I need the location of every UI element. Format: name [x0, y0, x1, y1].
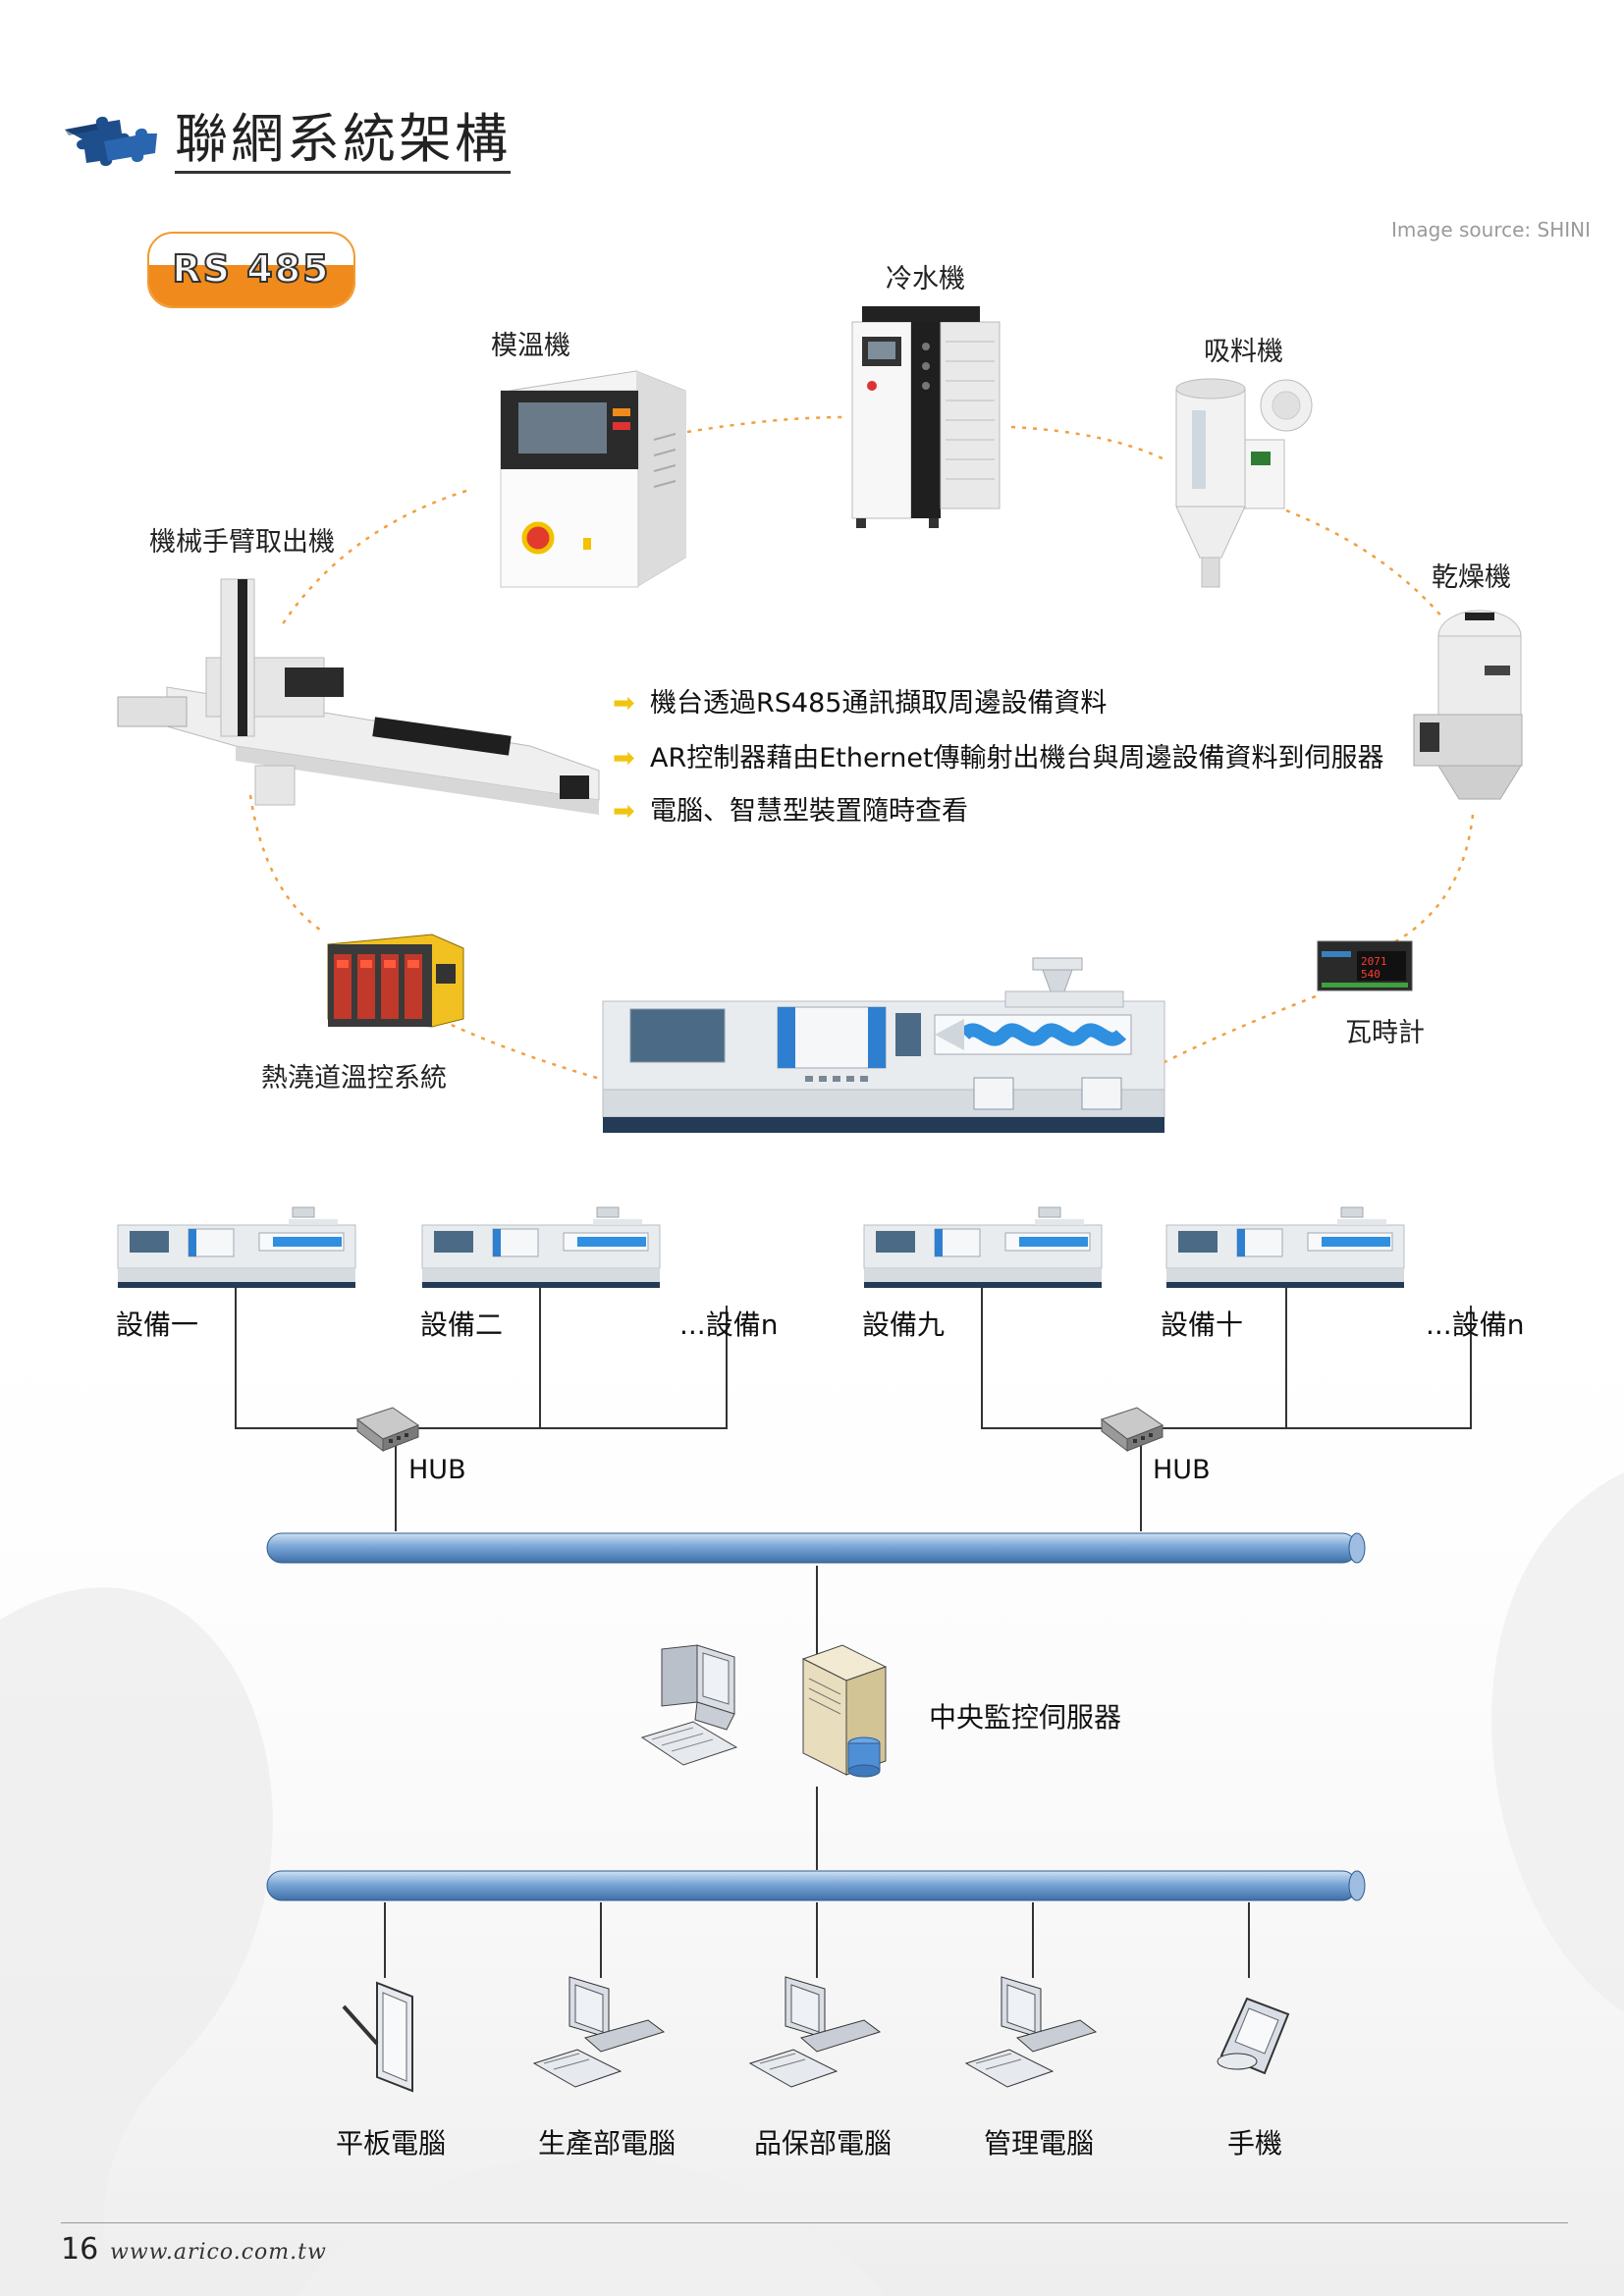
image-source-note: Image source: SHINI — [1391, 218, 1591, 241]
hub-icon — [1100, 1407, 1164, 1453]
label-hot-runner: 熱澆道溫控系統 — [261, 1063, 447, 1094]
server-workstation-image — [640, 1644, 888, 1778]
loader-image — [1175, 378, 1313, 588]
client-label-production: 生產部電腦 — [538, 2127, 677, 2160]
ethernet-bus-upper — [266, 1532, 1366, 1564]
phone-image — [1217, 1997, 1290, 2075]
pc-image-production — [532, 1976, 666, 2088]
arrow-right-icon: ➡ — [613, 796, 635, 827]
label-power-meter: 瓦時計 — [1345, 1018, 1425, 1048]
label-chiller: 冷水機 — [886, 264, 965, 294]
puzzle-icon — [65, 116, 157, 167]
arrow-right-icon: ➡ — [613, 688, 635, 719]
page-title: 聯網系統架構 — [175, 110, 511, 174]
rs485-badge-label: RS 485 — [171, 246, 331, 292]
svg-text:540: 540 — [1361, 968, 1380, 981]
hub-icon — [355, 1407, 420, 1453]
device-label-9: 設備九 — [862, 1308, 946, 1341]
page-header: 聯網系統架構 — [61, 102, 552, 181]
robot-arm-image — [117, 578, 600, 815]
chiller-image — [851, 306, 1001, 528]
device-label-n-left: ...設備n — [679, 1308, 779, 1341]
mold-temp-controller-image — [500, 370, 686, 588]
page-number: 16 — [61, 2232, 99, 2267]
hot-runner-image — [327, 934, 464, 1028]
label-robot: 機械手臂取出機 — [149, 527, 335, 558]
device-label-1: 設備一 — [116, 1308, 199, 1341]
device-machine-9 — [863, 1206, 1103, 1288]
device-label-2: 設備二 — [420, 1308, 504, 1341]
device-machine-2 — [421, 1206, 661, 1288]
device-label-n-right: ...設備n — [1426, 1308, 1525, 1341]
client-label-qa: 品保部電腦 — [754, 2127, 893, 2160]
tablet-image — [342, 1981, 413, 2093]
client-label-phone: 手機 — [1227, 2127, 1283, 2160]
hub-label-left: HUB — [408, 1455, 466, 1485]
pc-image-qa — [748, 1976, 882, 2088]
device-machine-10 — [1165, 1206, 1405, 1288]
ethernet-bus-lower — [266, 1870, 1366, 1901]
hub-label-right: HUB — [1153, 1455, 1211, 1485]
bullet-2: ➡AR控制器藉由Ethernet傳輸射出機台與周邊設備資料到伺服器 — [613, 743, 1384, 774]
injection-machine-image — [602, 957, 1165, 1133]
power-meter-image: 2071 540 — [1317, 940, 1413, 991]
client-label-management: 管理電腦 — [984, 2127, 1095, 2160]
client-label-tablet: 平板電腦 — [336, 2127, 447, 2160]
label-mold-temp: 模溫機 — [491, 331, 570, 361]
pc-image-management — [964, 1976, 1098, 2088]
rs485-badge: RS 485 — [147, 232, 355, 308]
svg-text:2071: 2071 — [1361, 955, 1387, 968]
server-label: 中央監控伺服器 — [929, 1701, 1122, 1734]
device-machine-1 — [117, 1206, 356, 1288]
label-loader: 吸料機 — [1204, 337, 1283, 367]
arrow-right-icon: ➡ — [613, 743, 635, 774]
dryer-image — [1413, 610, 1523, 800]
bullet-1: ➡機台透過RS485通訊擷取周邊設備資料 — [613, 688, 1108, 719]
bullet-3: ➡電腦、智慧型裝置隨時查看 — [613, 796, 968, 827]
label-dryer: 乾燥機 — [1432, 562, 1511, 593]
footer-url: www.arico.com.tw — [110, 2240, 327, 2265]
device-label-10: 設備十 — [1161, 1308, 1244, 1341]
footer-divider — [61, 2222, 1568, 2223]
